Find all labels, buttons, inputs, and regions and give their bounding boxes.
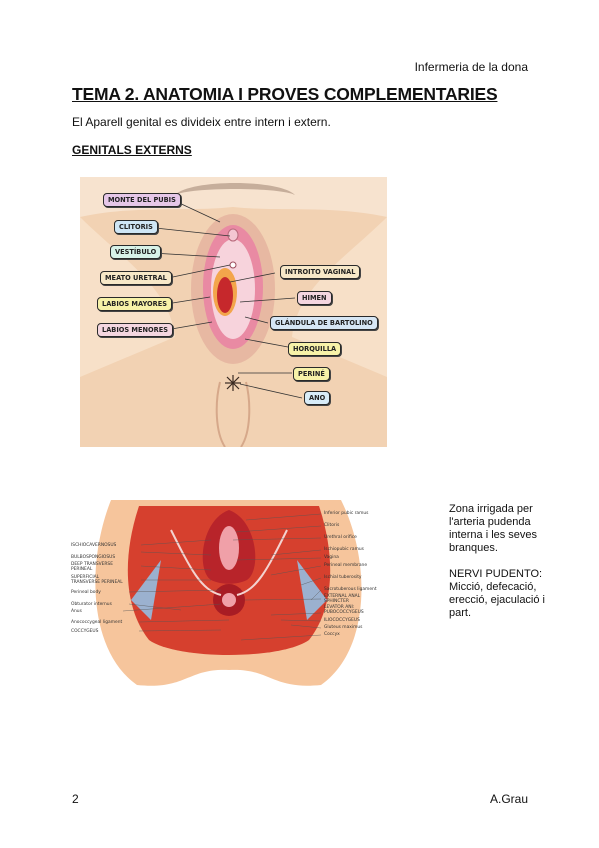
ann-gluteus-maximus: Gluteus maximus bbox=[324, 625, 363, 630]
ann-external-anal: EXTERNAL ANAL bbox=[324, 594, 361, 599]
ann-coccyx: Coccyx bbox=[324, 632, 340, 637]
ann-deep-transverse: DEEP TRANSVERSE bbox=[71, 562, 113, 567]
ann-transverse-perineal: TRANSVERSE PERINEAL bbox=[71, 580, 123, 585]
ann-superficial: SUPERFICIAL bbox=[71, 575, 100, 580]
label-clitoris: CLITORIS bbox=[114, 220, 158, 234]
author: A.Grau bbox=[489, 792, 528, 806]
ann-perineal-membrane: Perineal membrane bbox=[324, 563, 368, 568]
side-note: Zona irrigada per l'arteria pudenda inte… bbox=[449, 503, 549, 633]
ann-sphincter: SPHINCTER bbox=[324, 599, 349, 604]
ann-obturator-internus: Obturator internus bbox=[71, 602, 112, 607]
label-glandula-de-bartolino: GLÁNDULA DE BARTOLINO bbox=[270, 316, 378, 330]
ann-clitoris: Clitoris bbox=[324, 523, 340, 528]
ann-ischial-tuberosity: Ischial tuberosity bbox=[324, 575, 362, 580]
irrigation-note: Zona irrigada per l'arteria pudenda inte… bbox=[449, 503, 538, 554]
ann-urethral-orifice: Urethral orifice bbox=[324, 535, 357, 540]
ann-sacrotuberous-ligament: Sacrotuberous ligament bbox=[324, 587, 377, 592]
perineum-figure: ISCHIOCAVERNOSUS BULBOSPONGIOSUS DEEP TR… bbox=[71, 500, 389, 688]
label-ano: ANO bbox=[304, 391, 331, 405]
label-horquilla: HORQUILLA bbox=[288, 342, 342, 356]
ann-iliococcygeus: ILIOCOCCYGEUS bbox=[324, 618, 360, 623]
ann-bulbospongiosus: BULBOSPONGIOSUS bbox=[71, 555, 116, 560]
label-himen: HIMEN bbox=[297, 291, 332, 305]
ann-levator-ani: LEVATOR ANI: bbox=[324, 605, 355, 610]
label-labios-mayores: LABIOS MAYORES bbox=[97, 297, 172, 311]
ann-vagina: Vagina bbox=[324, 555, 339, 560]
nerve-note: NERVI PUDENTO: Micció, defecació, erecci… bbox=[449, 568, 545, 619]
external-genitalia-illustration bbox=[80, 177, 387, 448]
ann-coccygeus: COCCYGEUS bbox=[71, 629, 99, 634]
label-labios-menores: LABIOS MENORES bbox=[97, 323, 173, 337]
ann-anus: Anus bbox=[71, 609, 82, 614]
perineum-illustration bbox=[95, 500, 362, 686]
label-monte-del-pubis: MONTE DEL PUBIS bbox=[103, 193, 181, 207]
label-vestibulo: VESTÍBULO bbox=[110, 245, 162, 259]
ann-ischiocavernosus: ISCHIOCAVERNOSUS bbox=[71, 543, 117, 548]
ann-pubococcygeus: PUBOCOCCYGEUS bbox=[324, 610, 364, 615]
ann-ischiopubic-ramus: Ischiopubic ramus bbox=[324, 547, 364, 552]
intro-text: El Aparell genital es divideix entre int… bbox=[72, 115, 331, 129]
page-title: TEMA 2. ANATOMIA I PROVES COMPLEMENTARIE… bbox=[72, 84, 498, 104]
ann-perineal-body: Perineal body bbox=[71, 590, 101, 595]
ann-anococcygeal-ligament: Anococcygeal ligament bbox=[71, 620, 123, 625]
ann-perineal: PERINEAL bbox=[71, 567, 93, 572]
label-introito-vaginal: INTROITO VAGINAL bbox=[280, 265, 361, 279]
course-header: Infermeria de la dona bbox=[414, 60, 528, 74]
external-genitalia-figure: MONTE DEL PUBIS CLITORIS VESTÍBULO MEATO… bbox=[80, 177, 387, 448]
page-number: 2 bbox=[72, 792, 79, 806]
label-perine: PERINÉ bbox=[293, 367, 330, 381]
section-heading: GENITALS EXTERNS bbox=[72, 143, 192, 157]
label-meato-uretral: MEATO URETRAL bbox=[100, 271, 172, 285]
ann-inferior-pubic-ramus: Inferior pubic ramus bbox=[324, 511, 369, 516]
